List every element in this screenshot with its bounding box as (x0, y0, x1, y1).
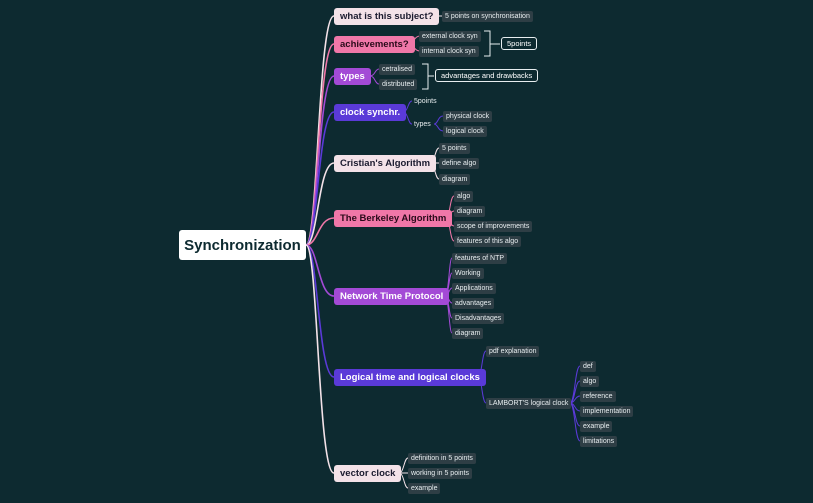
subtopic-ntp-diagram[interactable]: diagram (452, 328, 484, 339)
subtopic-physical-clock[interactable]: physical clock (443, 111, 493, 122)
subtopic-lamport-algo[interactable]: algo (580, 376, 600, 387)
subtopic-pdf-explanation[interactable]: pdf explanation (486, 346, 540, 357)
subtopic-berkeley-scope[interactable]: scope of improvements (454, 221, 533, 232)
subtopic-clock-types[interactable]: types (414, 121, 431, 128)
topic-types[interactable]: types (334, 68, 371, 85)
subtopic-cristian-define[interactable]: define algo (439, 158, 480, 169)
subtopic-clock-5points[interactable]: 5points (414, 98, 437, 105)
topic-subject[interactable]: what is this subject? (334, 8, 440, 25)
subtopic-ntp-advantages[interactable]: advantages (452, 298, 495, 309)
subtopic-logical-clock[interactable]: logical clock (443, 126, 487, 137)
subtopic-lamport-implementation[interactable]: implementation (580, 406, 634, 417)
summary-advantages-drawbacks[interactable]: advantages and drawbacks (435, 69, 539, 82)
subtopic-subject-note[interactable]: 5 points on synchronisation (442, 11, 533, 22)
subtopic-berkeley-diagram[interactable]: diagram (454, 206, 486, 217)
subtopic-distributed[interactable]: distributed (379, 79, 418, 90)
subtopic-external-clock[interactable]: external clock syn (419, 31, 481, 42)
subtopic-berkeley-algo[interactable]: algo (454, 191, 474, 202)
subtopic-cristian-5points[interactable]: 5 points (439, 143, 470, 154)
subtopic-ntp-applications[interactable]: Applications (452, 283, 496, 294)
subtopic-lamport-example[interactable]: example (580, 421, 613, 432)
topic-berkeley[interactable]: The Berkeley Algorithm (334, 210, 453, 227)
subtopic-internal-clock[interactable]: internal clock syn (419, 46, 479, 57)
summary-5points[interactable]: 5points (501, 37, 538, 50)
subtopic-lamport-reference[interactable]: reference (580, 391, 616, 402)
subtopic-vector-working[interactable]: working in 5 points (408, 468, 472, 479)
topic-achievements[interactable]: achievements? (334, 36, 415, 53)
subtopic-berkeley-features[interactable]: features of this algo (454, 236, 522, 247)
subtopic-centralised[interactable]: cetralised (379, 64, 415, 75)
root-topic[interactable]: Synchronization (179, 230, 306, 260)
subtopic-lamport-def[interactable]: def (580, 361, 596, 372)
subtopic-ntp-working[interactable]: Working (452, 268, 484, 279)
subtopic-vector-example[interactable]: example (408, 483, 441, 494)
subtopic-vector-definition[interactable]: definition in 5 points (408, 453, 476, 464)
subtopic-ntp-features[interactable]: features of NTP (452, 253, 508, 264)
subtopic-cristian-diagram[interactable]: diagram (439, 174, 471, 185)
subtopic-lamport[interactable]: LAMBORT'S logical clock (486, 398, 572, 409)
topic-ntp[interactable]: Network Time Protocol (334, 288, 450, 305)
subtopic-lamport-limitations[interactable]: limitations (580, 436, 618, 447)
subtopic-ntp-disadvantages[interactable]: Disadvantages (452, 313, 505, 324)
topic-clock-synchr[interactable]: clock synchr. (334, 104, 407, 121)
topic-logical-time[interactable]: Logical time and logical clocks (334, 369, 486, 386)
topic-cristian[interactable]: Cristian's Algorithm (334, 155, 437, 172)
topic-vector-clock[interactable]: vector clock (334, 465, 402, 482)
